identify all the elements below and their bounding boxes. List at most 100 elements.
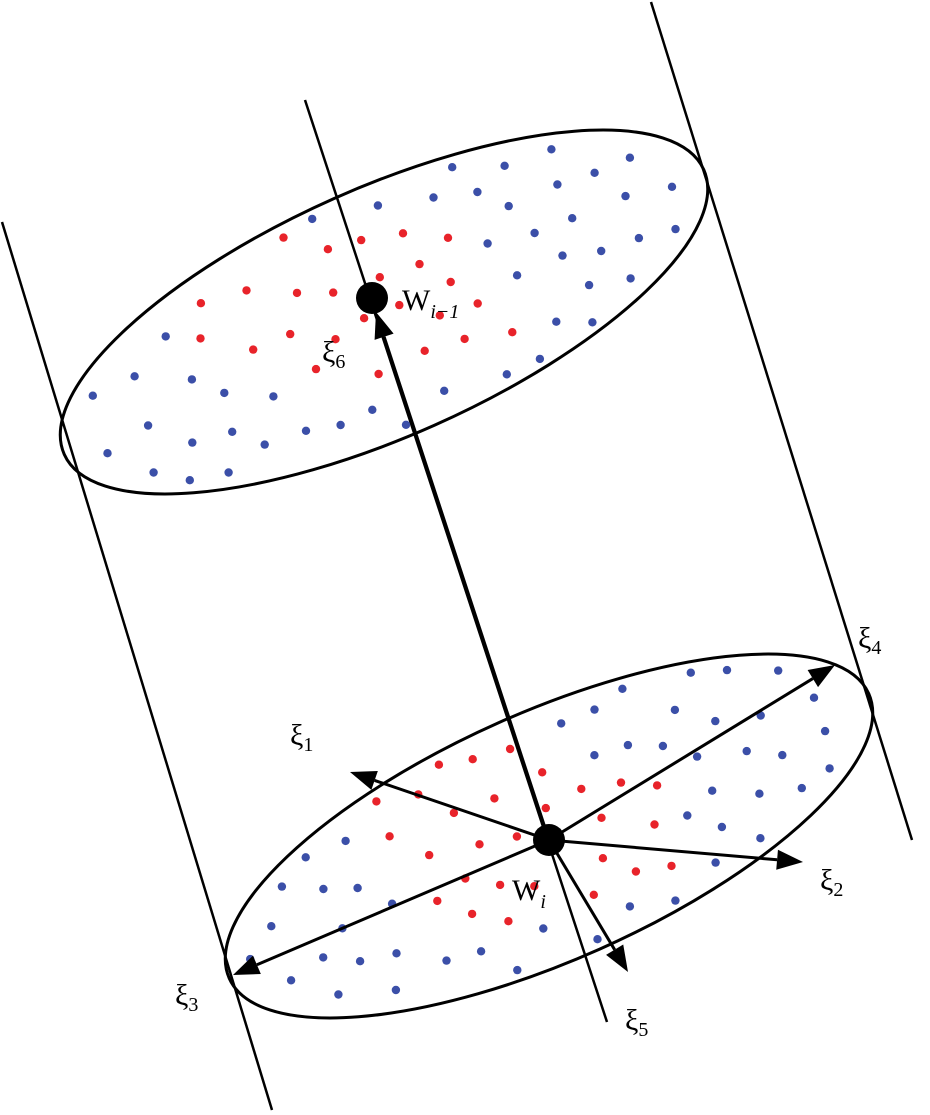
top-outer-point [590, 168, 599, 177]
top-outer-point [588, 318, 597, 327]
xi6-label: ξ6 [322, 336, 345, 373]
top-inner-point [286, 329, 295, 339]
top-outer-point [301, 426, 311, 435]
top-outer-point [88, 391, 98, 400]
bottom-outer-point [557, 719, 566, 728]
bottom-outer-point [820, 726, 830, 736]
bottom-outer-point [442, 956, 451, 965]
arrowhead-icon [776, 849, 803, 870]
arrowhead-icon [606, 944, 628, 972]
top-outer-point [535, 354, 545, 364]
top-outer-point [584, 280, 594, 290]
top-outer-point [473, 187, 482, 197]
arrowhead-icon [374, 312, 394, 340]
xi4-arrow [548, 665, 835, 842]
bottom-outer-point [267, 922, 276, 931]
bottom-outer-point [708, 786, 717, 795]
bottom-inner-point [631, 867, 641, 876]
bottom-outer-point [774, 666, 783, 675]
bottom-inner-point [538, 768, 547, 777]
bottom-outer-point [590, 705, 599, 714]
top-outer-point [228, 427, 237, 436]
bottom-inner-point [505, 744, 515, 754]
bottom-inner-point [652, 781, 662, 790]
top-outer-point [626, 274, 635, 283]
xi5-label: ξ5 [625, 1004, 648, 1041]
bottom-outer-point [742, 746, 751, 756]
top-outer-point [188, 438, 197, 447]
arrowhead-icon [233, 955, 261, 975]
bottom-inner-point [616, 778, 626, 787]
top-outer-point [558, 251, 567, 260]
top-inner-point [323, 245, 333, 254]
bottom-outer-point [755, 789, 764, 798]
bottom-outer-point [623, 740, 633, 750]
top-outer-point [161, 332, 170, 341]
top-outer-point [149, 468, 158, 477]
top-inner-point [473, 299, 482, 308]
bottom-inner-point [577, 784, 586, 794]
bottom-inner-point [541, 803, 550, 813]
bottom-outer-point [286, 976, 296, 985]
top-outer-point [483, 239, 492, 248]
w-prev-node [356, 282, 388, 314]
top-outer-point [500, 161, 509, 170]
bottom-outer-point [319, 884, 328, 894]
top-inner-point [196, 299, 206, 308]
bottom-inner-point [385, 832, 394, 841]
top-outer-point [373, 201, 383, 210]
top-inner-point [311, 364, 321, 374]
bottom-outer-point [756, 834, 765, 843]
top-outer-point [597, 246, 606, 256]
bottom-outer-point [711, 858, 720, 867]
bottom-outer-point [797, 783, 806, 793]
bottom-outer-point [353, 883, 362, 893]
bottom-outer-point [391, 985, 401, 995]
top-outer-point [448, 163, 457, 172]
w-curr-label: Wi [512, 874, 546, 913]
bottom-inner-point [372, 797, 381, 806]
top-inner-point [242, 286, 251, 295]
bottom-outer-point [301, 853, 310, 862]
w-prev-label: Wi−1 [402, 284, 459, 323]
top-outer-point [224, 468, 233, 477]
top-outer-point [530, 228, 539, 238]
top-outer-point [502, 370, 511, 379]
bottom-inner-point [475, 840, 484, 849]
top-inner-point [443, 233, 453, 242]
top-outer-point [401, 420, 411, 429]
top-outer-point [671, 224, 680, 234]
right-tangent-line [649, 1, 914, 841]
top-outer-point [667, 182, 677, 191]
bottom-inner-point [598, 854, 608, 863]
top-outer-point [552, 317, 561, 326]
top-outer-point [568, 214, 577, 223]
top-outer-point [625, 153, 635, 162]
bottom-outer-point [593, 935, 602, 944]
center-axis-line [303, 99, 609, 1023]
bottom-inner-point [650, 820, 659, 829]
bottom-inner-point [512, 832, 522, 841]
bottom-inner-point [490, 794, 499, 803]
top-inner-point [435, 311, 444, 320]
top-inner-point [357, 235, 366, 245]
bottom-inner-point [467, 909, 477, 919]
bottom-inner-point [589, 890, 598, 899]
top-outer-point [220, 388, 229, 398]
bottom-outer-point [618, 684, 627, 693]
top-outer-point [260, 440, 269, 449]
top-inner-point [415, 259, 424, 269]
top-outer-point [143, 421, 153, 430]
bottom-outer-point [392, 949, 401, 958]
bottom-outer-point [722, 665, 732, 675]
top-outer-point [440, 386, 449, 395]
top-outer-point [269, 392, 278, 401]
top-inner-point [374, 369, 383, 379]
bottom-inner-point [597, 813, 606, 822]
top-outer-point [185, 476, 194, 485]
left-tangent-line [0, 221, 274, 1111]
top-inner-point [446, 277, 455, 287]
arrowhead-icon [807, 665, 835, 688]
top-outer-point [512, 271, 522, 280]
